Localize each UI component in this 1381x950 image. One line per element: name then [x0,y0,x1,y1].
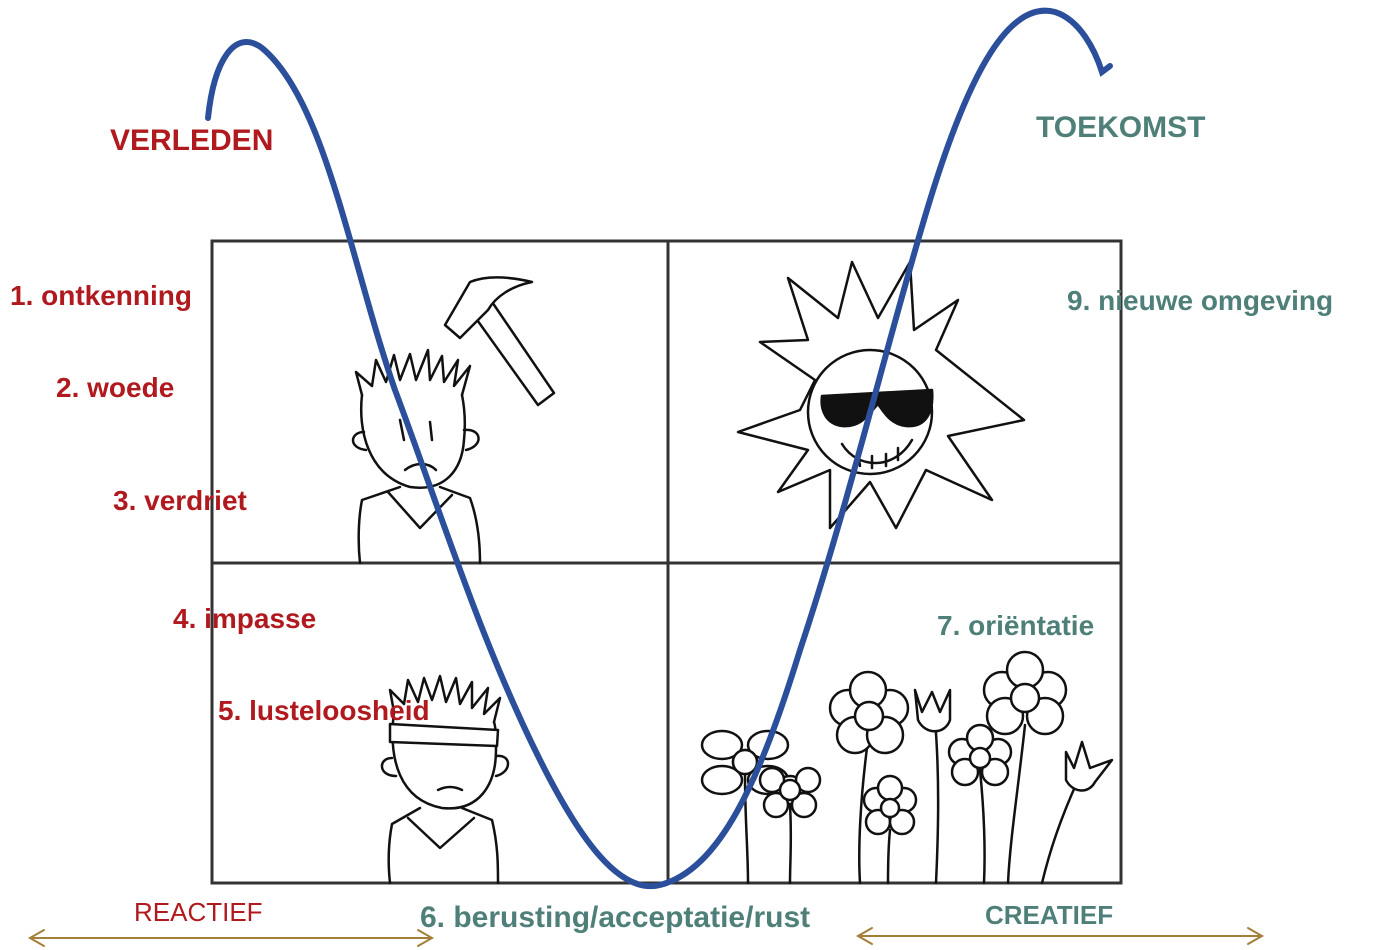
change-curve [205,7,1113,890]
past-label: VERLEDEN [110,124,274,157]
creative-label: CREATIEF [985,900,1114,930]
stage-7-label: 7. oriëntatie [937,610,1095,641]
hammer-icon [443,276,556,407]
flowers-icon [700,650,1114,885]
creative-arrow [855,927,1265,945]
blindfolded-boy-icon [380,674,510,885]
future-label: TOEKOMST [1036,111,1206,144]
stage-5-label: 5. lusteloosheid [218,695,430,726]
stage-2-label: 2. woede [56,372,175,403]
reactive-label: REACTIEF [134,897,263,927]
stage-4-label: 4. impasse [173,603,317,634]
stage-3-label: 3. verdriet [113,485,247,516]
reactive-arrow [27,929,435,947]
stage-1-label: 1. ontkenning [10,280,192,311]
stage-6-label: 6. berusting/acceptatie/rust [420,901,811,934]
sun-with-sunglasses-icon [736,260,1026,530]
stage-9-label: 9. nieuwe omgeving [1067,285,1334,316]
